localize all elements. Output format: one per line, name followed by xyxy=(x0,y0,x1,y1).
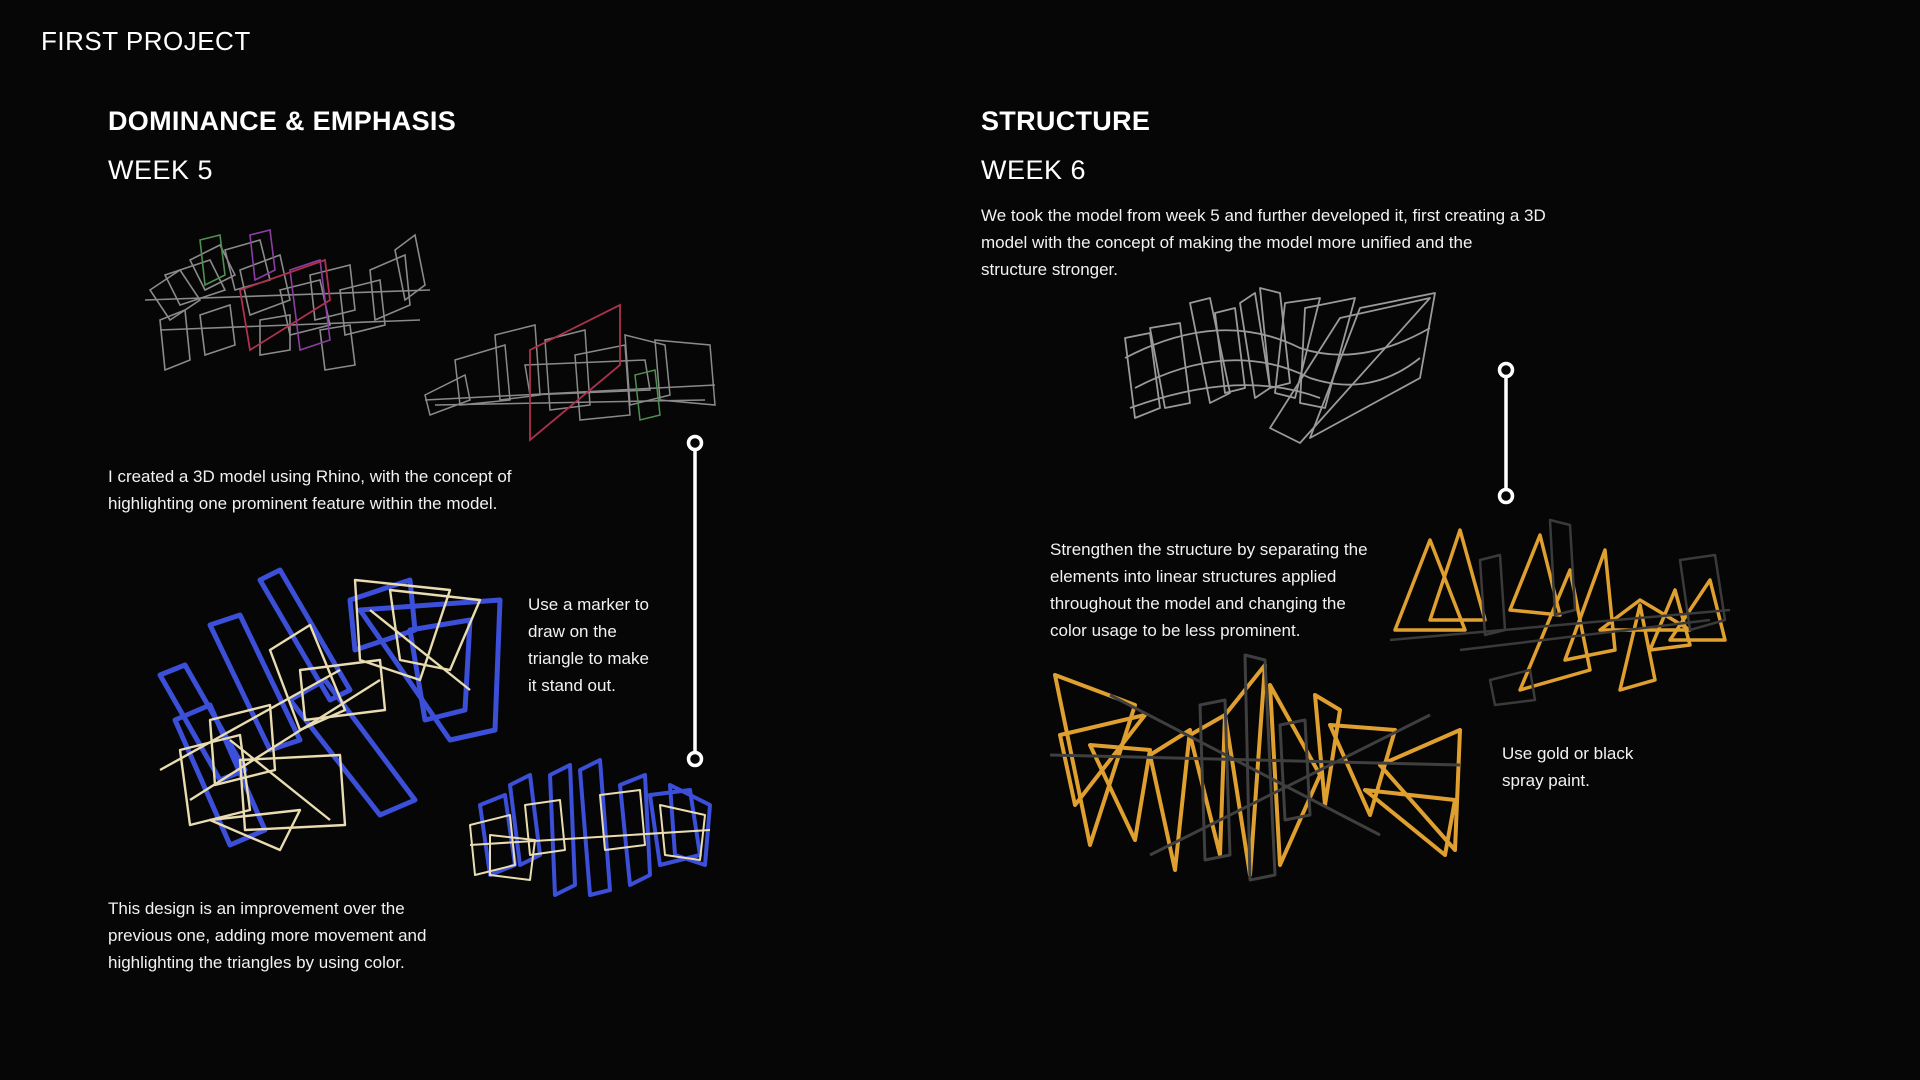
improvement-description: This design is an improvement over the p… xyxy=(108,895,426,976)
gold-model-image-b xyxy=(1049,653,1462,882)
marker-description-line: it stand out. xyxy=(528,676,616,695)
blue-model-image-a xyxy=(157,567,503,852)
blue-model-image-b xyxy=(469,758,712,897)
spray-paint-description: Use gold or black spray paint. xyxy=(1502,740,1633,794)
section-heading-structure: STRUCTURE xyxy=(981,106,1151,136)
gray-model-image xyxy=(1124,287,1436,444)
week-5-label: WEEK 5 xyxy=(108,155,214,185)
structure-intro-line: model with the concept of making the mod… xyxy=(981,233,1473,252)
spray-paint-description-line: Use gold or black xyxy=(1502,744,1634,763)
strengthen-description-line: Strengthen the structure by separating t… xyxy=(1050,540,1368,559)
week-6-label: WEEK 6 xyxy=(981,155,1087,185)
improvement-description-line: highlighting the triangles by using colo… xyxy=(108,953,405,972)
structure-intro-line: structure stronger. xyxy=(981,260,1119,279)
structure-intro-text: We took the model from week 5 and furthe… xyxy=(981,202,1546,283)
strengthen-description-line: elements into linear structures applied xyxy=(1050,567,1337,586)
section-heading-dominance: DOMINANCE & EMPHASIS xyxy=(108,106,457,136)
timeline-connector-left xyxy=(686,434,704,768)
marker-description-line: draw on the xyxy=(528,622,617,641)
strengthen-description-line: color usage to be less prominent. xyxy=(1050,621,1301,640)
improvement-description-line: previous one, adding more movement and xyxy=(108,926,427,945)
timeline-connector-right xyxy=(1497,361,1515,505)
improvement-description-line: This design is an improvement over the xyxy=(108,899,405,918)
strengthen-description: Strengthen the structure by separating t… xyxy=(1050,536,1368,644)
strengthen-description-line: throughout the model and changing the xyxy=(1050,594,1346,613)
rhino-description: I created a 3D model using Rhino, with t… xyxy=(108,463,512,517)
rhino-model-image-b xyxy=(424,303,716,442)
marker-description-line: Use a marker to xyxy=(528,595,649,614)
rhino-description-line: I created a 3D model using Rhino, with t… xyxy=(108,467,512,486)
gold-model-image-a xyxy=(1389,518,1731,707)
structure-intro-line: We took the model from week 5 and furthe… xyxy=(981,206,1546,225)
marker-description-line: triangle to make xyxy=(528,649,649,668)
rhino-model-image-a xyxy=(144,229,431,372)
project-title: FIRST PROJECT xyxy=(41,26,251,56)
spray-paint-description-line: spray paint. xyxy=(1502,771,1590,790)
rhino-description-line: highlighting one prominent feature withi… xyxy=(108,494,498,513)
marker-description: Use a marker to draw on the triangle to … xyxy=(528,591,649,699)
